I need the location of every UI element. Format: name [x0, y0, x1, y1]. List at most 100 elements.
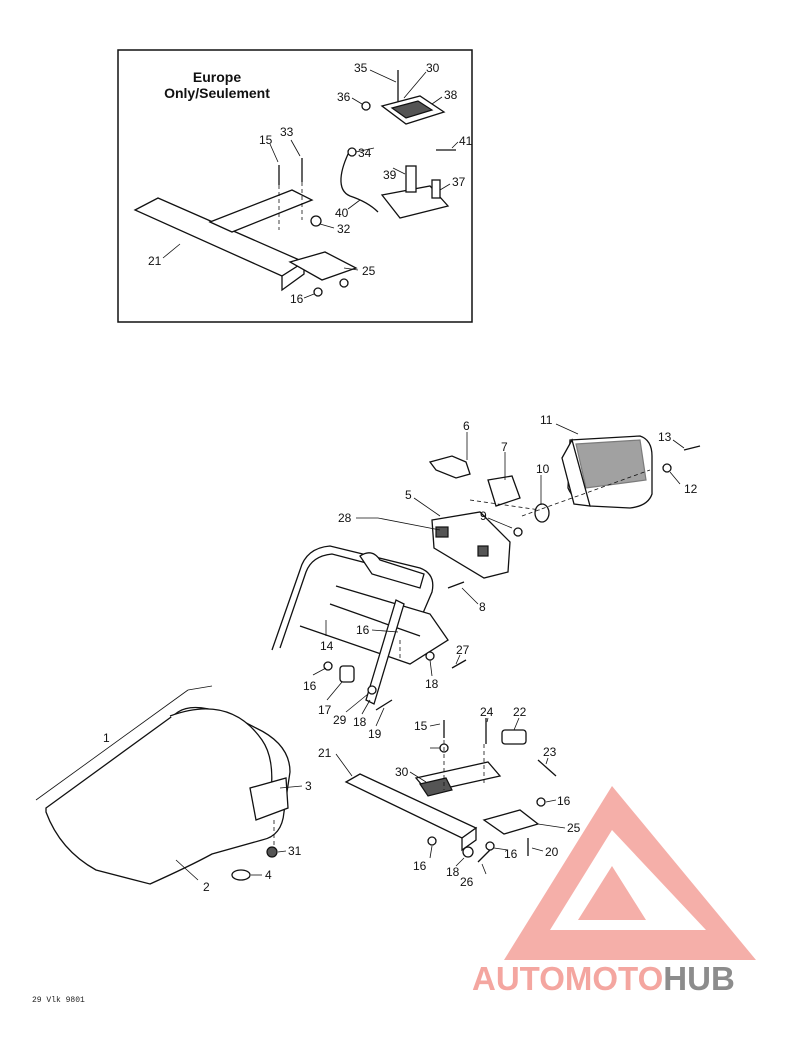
automotohub-watermark: AUTOMOTOHUB	[472, 786, 756, 997]
washer-18-low	[462, 846, 474, 858]
bolt-27	[451, 659, 467, 669]
callout: 19	[368, 727, 382, 741]
inset-callout: 16	[290, 292, 304, 306]
callout: 29	[333, 713, 347, 727]
inset-callout: 37	[452, 175, 466, 189]
callout: 13	[658, 430, 672, 444]
inset-connector-34	[347, 147, 357, 157]
inset-callout: 35	[354, 61, 368, 75]
bracket-21	[344, 761, 502, 852]
callout: 26	[460, 875, 474, 889]
callout: 6	[463, 419, 470, 433]
watermark-triangle-logo	[504, 786, 756, 960]
callout: 24	[480, 705, 494, 719]
callout: 16	[356, 623, 370, 637]
washer-29	[367, 685, 377, 695]
taillight-lens-11	[561, 435, 653, 509]
inset-callout: 41	[459, 134, 473, 148]
bulb-10	[534, 503, 550, 523]
inset-lamp-lens-30	[390, 100, 434, 119]
inset-callout: 40	[335, 206, 349, 220]
callout: 4	[265, 868, 272, 882]
washer-4	[231, 869, 251, 881]
callout: 14	[320, 639, 334, 653]
callout: 16	[557, 794, 571, 808]
nut-31	[266, 846, 278, 858]
plate-25	[482, 809, 540, 835]
callout: 27	[456, 643, 470, 657]
inset-callout: 21	[148, 254, 162, 268]
screw-13	[683, 445, 701, 451]
watermark-text-primary: AUTOMOTO	[472, 960, 663, 997]
inset-callout: 34	[358, 146, 372, 160]
callout: 18	[446, 865, 460, 879]
inset-title-line1: Europe	[193, 69, 241, 85]
washer-12	[662, 463, 672, 473]
callout: 31	[288, 844, 302, 858]
inset-nut-16b	[339, 278, 349, 288]
callout: 5	[405, 488, 412, 502]
callout: 10	[536, 462, 550, 476]
inset-nut-36	[361, 101, 371, 111]
callout: 28	[338, 511, 352, 525]
callout: 16	[504, 847, 518, 861]
inset-callout: 39	[383, 168, 397, 182]
inset-callout: 25	[362, 264, 376, 278]
callout: 16	[413, 859, 427, 873]
inset-title-line2: Only/Seulement	[164, 85, 270, 101]
callout: 17	[318, 703, 332, 717]
callout: 25	[567, 821, 581, 835]
reference-code: 29 Vlk 9801	[32, 996, 85, 1005]
inset-callout: 15	[259, 133, 273, 147]
callout: 7	[501, 440, 508, 454]
inset-plate-25	[288, 251, 358, 281]
callout: 18	[425, 677, 439, 691]
inset-bracket-arm	[208, 189, 314, 233]
screw-8	[447, 581, 465, 589]
seat-1	[35, 685, 291, 885]
callout: 20	[545, 845, 559, 859]
inset-wire-40	[340, 149, 379, 213]
rear-rack-frame-14	[271, 545, 449, 705]
callout: 16	[303, 679, 317, 693]
wire-socket-6	[428, 455, 471, 479]
light-housing-5	[431, 511, 511, 579]
nut-16-low	[427, 836, 437, 846]
bolt-26	[477, 849, 491, 863]
main-exploded-view: 6 11 13 7 10 12 5 28 9 8 16 14 27 16 17 …	[35, 413, 701, 894]
bulb-holder-7	[487, 475, 521, 507]
callout: 15	[414, 719, 428, 733]
watermark-text-secondary: HUB	[663, 960, 735, 997]
inset-post-39	[405, 165, 417, 193]
europe-inset: Europe Only/Seulement	[117, 49, 473, 323]
inset-bracket-side	[281, 260, 305, 292]
callout: 8	[479, 600, 486, 614]
callout: 1	[103, 731, 110, 745]
svg-text:AUTOMOTOHUB: AUTOMOTOHUB	[472, 960, 735, 997]
callout: 18	[353, 715, 367, 729]
callout: 3	[305, 779, 312, 793]
inset-callout: 33	[280, 125, 294, 139]
inset-spacer-32	[310, 215, 322, 227]
inset-callout: 32	[337, 222, 351, 236]
inset-callout: 38	[444, 88, 458, 102]
housing-opening	[435, 526, 449, 538]
inset-callout: 30	[426, 61, 440, 75]
callout: 21	[318, 746, 332, 760]
callout: 22	[513, 705, 527, 719]
callout: 12	[684, 482, 698, 496]
inset-nut-16a	[313, 287, 323, 297]
callout: 11	[540, 413, 553, 427]
hinge-22	[501, 729, 527, 745]
nut-16-b	[485, 841, 495, 851]
inset-callout: 36	[337, 90, 351, 104]
callout: 30	[395, 765, 409, 779]
spacer-17	[339, 665, 355, 683]
bolt-19	[375, 699, 393, 711]
nut-9	[513, 527, 523, 537]
inset-post-37b	[431, 179, 441, 199]
callout: 23	[543, 745, 557, 759]
callout: 2	[203, 880, 210, 894]
pin-23	[537, 759, 557, 777]
